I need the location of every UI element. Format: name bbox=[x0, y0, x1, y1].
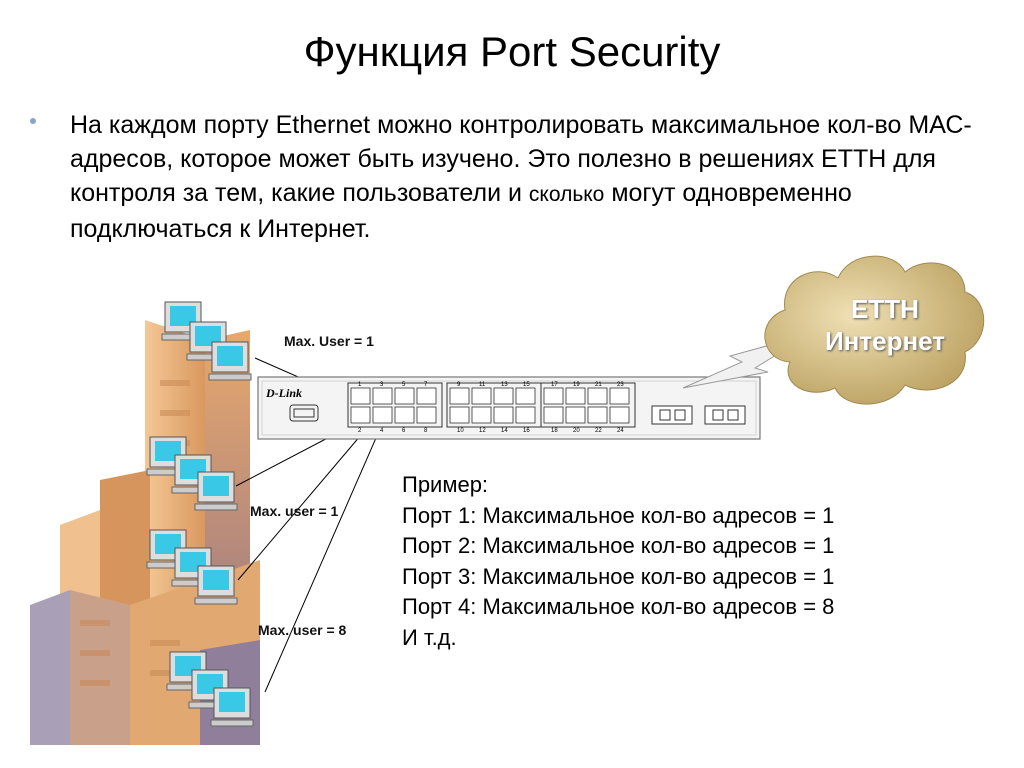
port4-label: Max. user = 8 bbox=[258, 622, 347, 638]
ethernet-port bbox=[515, 406, 536, 424]
port-number-bottom: 14 bbox=[501, 428, 508, 434]
ethernet-port bbox=[609, 406, 630, 424]
ethernet-port bbox=[493, 387, 514, 405]
cloud-label-line1: ETTH bbox=[851, 294, 919, 324]
example-heading: Пример: bbox=[402, 472, 489, 497]
example-line: Порт 1: Максимальное кол-во адресов = 1 bbox=[402, 502, 835, 528]
ethernet-port bbox=[350, 387, 371, 405]
port-number-bottom: 12 bbox=[479, 428, 486, 434]
computer-icon bbox=[210, 687, 254, 727]
ethernet-port bbox=[394, 406, 415, 424]
ethernet-port bbox=[350, 406, 371, 424]
ethernet-port bbox=[587, 406, 608, 424]
example-line: Порт 2: Максимальное кол-во адресов = 1 bbox=[402, 533, 835, 558]
port-number-bottom: 18 bbox=[551, 428, 558, 434]
ethernet-port bbox=[372, 387, 393, 405]
ethernet-port bbox=[565, 387, 586, 405]
computer-icon bbox=[146, 529, 190, 569]
cloud-label: ETTH Интернет bbox=[800, 293, 970, 357]
port-number-top: 5 bbox=[402, 382, 406, 388]
ethernet-ports bbox=[350, 387, 630, 424]
port-number-top: 3 bbox=[380, 382, 384, 388]
ethernet-port bbox=[449, 387, 470, 405]
ethernet-port bbox=[394, 387, 415, 405]
port-number-top: 21 bbox=[595, 382, 602, 388]
port-number-bottom: 8 bbox=[424, 428, 428, 434]
ethernet-port bbox=[416, 406, 437, 424]
cloud-icon bbox=[764, 255, 985, 405]
port-number-top: 13 bbox=[501, 382, 508, 388]
ethernet-port bbox=[493, 406, 514, 424]
switch-brand: D-Link bbox=[266, 386, 302, 400]
port2-label: Max. user = 1 bbox=[250, 503, 339, 519]
computers-group bbox=[146, 301, 254, 727]
port-number-bottom: 4 bbox=[380, 428, 384, 434]
port-number-bottom: 16 bbox=[523, 428, 530, 434]
example-line: Порт 3: Максимальное кол-во адресов = 1 bbox=[402, 563, 835, 589]
computer-icon bbox=[194, 471, 238, 511]
slide-title: Функция Port Security bbox=[303, 28, 721, 75]
port-block bbox=[347, 382, 636, 428]
port-number-bottom: 20 bbox=[573, 428, 580, 434]
port-number-top: 15 bbox=[523, 382, 530, 388]
port-number-bottom: 6 bbox=[402, 428, 406, 434]
ethernet-port bbox=[416, 387, 437, 405]
bullet-end: могут одновременно подключаться к Интерн… bbox=[70, 179, 852, 243]
port1-label: Max. User = 1 bbox=[284, 333, 374, 349]
sfp-slots bbox=[651, 405, 746, 425]
port-number-top: 7 bbox=[424, 382, 428, 388]
ethernet-port bbox=[609, 387, 630, 405]
ethernet-port bbox=[565, 406, 586, 424]
ethernet-port bbox=[471, 406, 492, 424]
computer-icon bbox=[194, 565, 238, 605]
bullet-text: На каждом порту Ethernet можно контролир… bbox=[70, 108, 990, 246]
bullet-small-word: сколько bbox=[528, 183, 605, 206]
bullet-marker bbox=[30, 118, 36, 124]
bullet-main: На каждом порту Ethernet можно контролир… bbox=[70, 111, 972, 207]
ethernet-port bbox=[471, 387, 492, 405]
port-number-bottom: 10 bbox=[457, 428, 464, 434]
port-number-bottom: 2 bbox=[358, 428, 362, 434]
ethernet-port bbox=[515, 387, 536, 405]
port-number-top: 9 bbox=[457, 382, 461, 388]
port-number-top: 1 bbox=[358, 382, 362, 388]
ethernet-port bbox=[543, 387, 564, 405]
example-line: И т.д. bbox=[402, 624, 457, 650]
port-number-bottom: 24 bbox=[617, 428, 624, 434]
ethernet-port bbox=[587, 387, 608, 405]
example-line: Порт 4: Максимальное кол-во адресов = 8 bbox=[402, 594, 835, 619]
cloud-label-line2: Интернет bbox=[824, 326, 946, 356]
example-block: Пример: Порт 1: Максимальное кол-во адре… bbox=[402, 470, 834, 653]
port-number-bottom: 22 bbox=[595, 428, 602, 434]
ethernet-port bbox=[543, 406, 564, 424]
port-number-top: 19 bbox=[573, 382, 580, 388]
computer-icon bbox=[208, 341, 252, 381]
port-number-top: 23 bbox=[617, 382, 624, 388]
ethernet-port bbox=[449, 406, 470, 424]
port-number-top: 17 bbox=[551, 382, 558, 388]
ethernet-port bbox=[372, 406, 393, 424]
port-number-top: 11 bbox=[479, 382, 486, 388]
